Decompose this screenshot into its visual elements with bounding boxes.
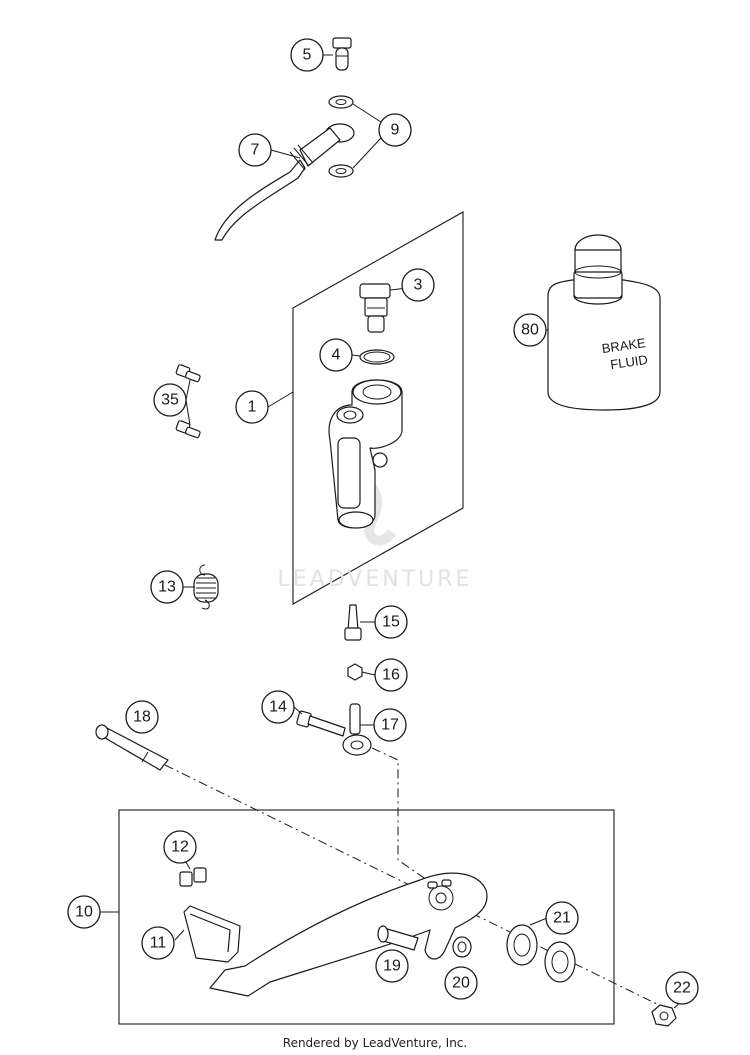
svg-text:35: 35 bbox=[161, 392, 179, 409]
assembly-line bbox=[164, 764, 441, 901]
svg-text:3: 3 bbox=[414, 277, 423, 294]
svg-text:13: 13 bbox=[158, 579, 176, 596]
callout-9: 9 bbox=[378, 113, 412, 147]
brake-step-plate-part bbox=[183, 905, 241, 963]
callout-18: 18 bbox=[125, 700, 159, 734]
svg-text:7: 7 bbox=[251, 142, 260, 159]
callout-4: 4 bbox=[319, 338, 353, 372]
callout-80: 80 bbox=[513, 313, 547, 347]
hex-nut-part bbox=[347, 663, 363, 681]
callout-17: 17 bbox=[373, 708, 407, 742]
brake-hose-part bbox=[214, 123, 355, 241]
master-cylinder-frame bbox=[292, 211, 464, 605]
banjo-bolt-part bbox=[332, 37, 352, 71]
callout-15: 15 bbox=[374, 605, 408, 639]
brake-fluid-can-part: BRAKE FLUID bbox=[547, 234, 661, 411]
svg-text:12: 12 bbox=[171, 839, 189, 856]
bushing-part bbox=[452, 936, 472, 958]
copper-washer-part bbox=[328, 95, 382, 178]
callout-11: 11 bbox=[141, 926, 175, 960]
callout-35: 35 bbox=[153, 383, 187, 417]
callout-22: 22 bbox=[665, 971, 699, 1005]
callout-12: 12 bbox=[163, 830, 197, 864]
push-rod-part bbox=[344, 604, 362, 641]
flange-nut-part bbox=[651, 1004, 677, 1027]
callout-16: 16 bbox=[374, 658, 408, 692]
callout-5: 5 bbox=[290, 38, 324, 72]
callout-14: 14 bbox=[261, 690, 295, 724]
brake-fluid-label-line-1: BRAKE bbox=[601, 335, 647, 356]
step-plate-screw-part bbox=[179, 867, 207, 887]
leader-lines bbox=[100, 54, 683, 1009]
bearing-part bbox=[506, 924, 576, 983]
callout-21: 21 bbox=[545, 901, 579, 935]
pivot-bolt-part bbox=[296, 710, 346, 737]
pivot-sleeve-part bbox=[95, 724, 169, 771]
callout-20: 20 bbox=[444, 966, 478, 1000]
svg-text:20: 20 bbox=[452, 975, 470, 992]
svg-text:9: 9 bbox=[391, 122, 400, 139]
watermark-text: LEADVENTURE bbox=[278, 567, 473, 592]
svg-text:22: 22 bbox=[673, 980, 691, 997]
master-cylinder-part bbox=[328, 379, 403, 529]
return-spring-part bbox=[193, 564, 219, 610]
svg-text:11: 11 bbox=[150, 935, 167, 952]
svg-text:1: 1 bbox=[248, 399, 257, 416]
brake-pedal-frame bbox=[118, 809, 615, 1025]
clevis-part bbox=[342, 703, 372, 756]
svg-text:4: 4 bbox=[332, 347, 341, 364]
screw-part bbox=[175, 364, 201, 439]
svg-text:21: 21 bbox=[553, 910, 571, 927]
svg-text:10: 10 bbox=[75, 904, 93, 921]
svg-text:15: 15 bbox=[382, 614, 400, 631]
svg-text:5: 5 bbox=[303, 47, 312, 64]
footer-credit: Rendered by LeadVenture, Inc. bbox=[282, 1036, 468, 1050]
callout-7: 7 bbox=[238, 133, 272, 167]
assembly-line bbox=[371, 747, 431, 883]
reservoir-connector-part bbox=[359, 283, 391, 333]
callout-10: 10 bbox=[67, 895, 101, 929]
svg-text:14: 14 bbox=[269, 699, 287, 716]
svg-text:16: 16 bbox=[382, 667, 400, 684]
pivot-pin-part bbox=[377, 925, 419, 951]
svg-text:17: 17 bbox=[381, 717, 399, 734]
callout-19: 19 bbox=[375, 949, 409, 983]
brake-pedal-part bbox=[209, 872, 488, 997]
callout-3: 3 bbox=[401, 268, 435, 302]
brake-fluid-label-line-2: FLUID bbox=[609, 352, 648, 372]
svg-text:18: 18 bbox=[133, 709, 151, 726]
svg-text:19: 19 bbox=[383, 958, 401, 975]
callout-1: 1 bbox=[235, 390, 269, 424]
callout-13: 13 bbox=[150, 570, 184, 604]
svg-text:80: 80 bbox=[521, 322, 539, 339]
